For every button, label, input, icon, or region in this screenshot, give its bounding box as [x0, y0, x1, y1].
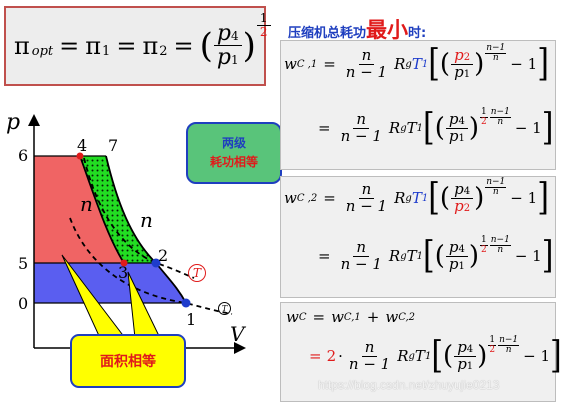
watermark: https://blog.csdn.net/zhuyujie0213: [318, 378, 500, 392]
point-3-label: 3: [118, 263, 129, 282]
curve-7-1: [105, 155, 187, 304]
tick-0: 0: [18, 294, 29, 313]
tick-5: 5: [18, 254, 29, 273]
point-2-label: 2: [158, 246, 169, 265]
isotherm-t-mark: T: [188, 264, 206, 282]
area-equal-callout: 面积相等: [70, 334, 186, 388]
two-stage-callout: 两级 耗功相等: [186, 122, 282, 184]
work-stage-one-panel: [280, 40, 556, 170]
point-3: [120, 259, 128, 267]
point-1: [181, 298, 191, 308]
axis-p-label: p: [6, 110, 21, 135]
point-1-label: 1: [186, 310, 197, 329]
point-2: [151, 258, 161, 268]
isotherm-t-mark-small: T: [218, 302, 231, 315]
heading: 压缩机总耗功最小时:: [288, 18, 427, 42]
total-work-panel: [280, 302, 556, 402]
isotherm-upper: [83, 157, 195, 279]
work-stage-two-panel: [280, 176, 556, 298]
point-4-label: 4: [77, 136, 88, 155]
area-stage-two: [34, 156, 124, 263]
curve-4-3: [79, 155, 125, 264]
dotted-hatch: [80, 156, 156, 263]
polytropic-n-left: n: [80, 192, 93, 216]
tick-6: 6: [18, 146, 29, 165]
isotherm-lower: [69, 217, 233, 315]
axis-v-label: V: [230, 322, 245, 346]
optimal-pressure-ratio-formula: π opt = π 1 = π 2 = ( p4 p1 ) 1 2: [14, 12, 272, 69]
point-7-label: 7: [108, 136, 119, 155]
optimal-pressure-ratio-box: π opt = π 1 = π 2 = ( p4 p1 ) 1 2: [4, 6, 271, 86]
polytropic-n-right: n: [140, 208, 153, 232]
point-4: [76, 152, 84, 160]
